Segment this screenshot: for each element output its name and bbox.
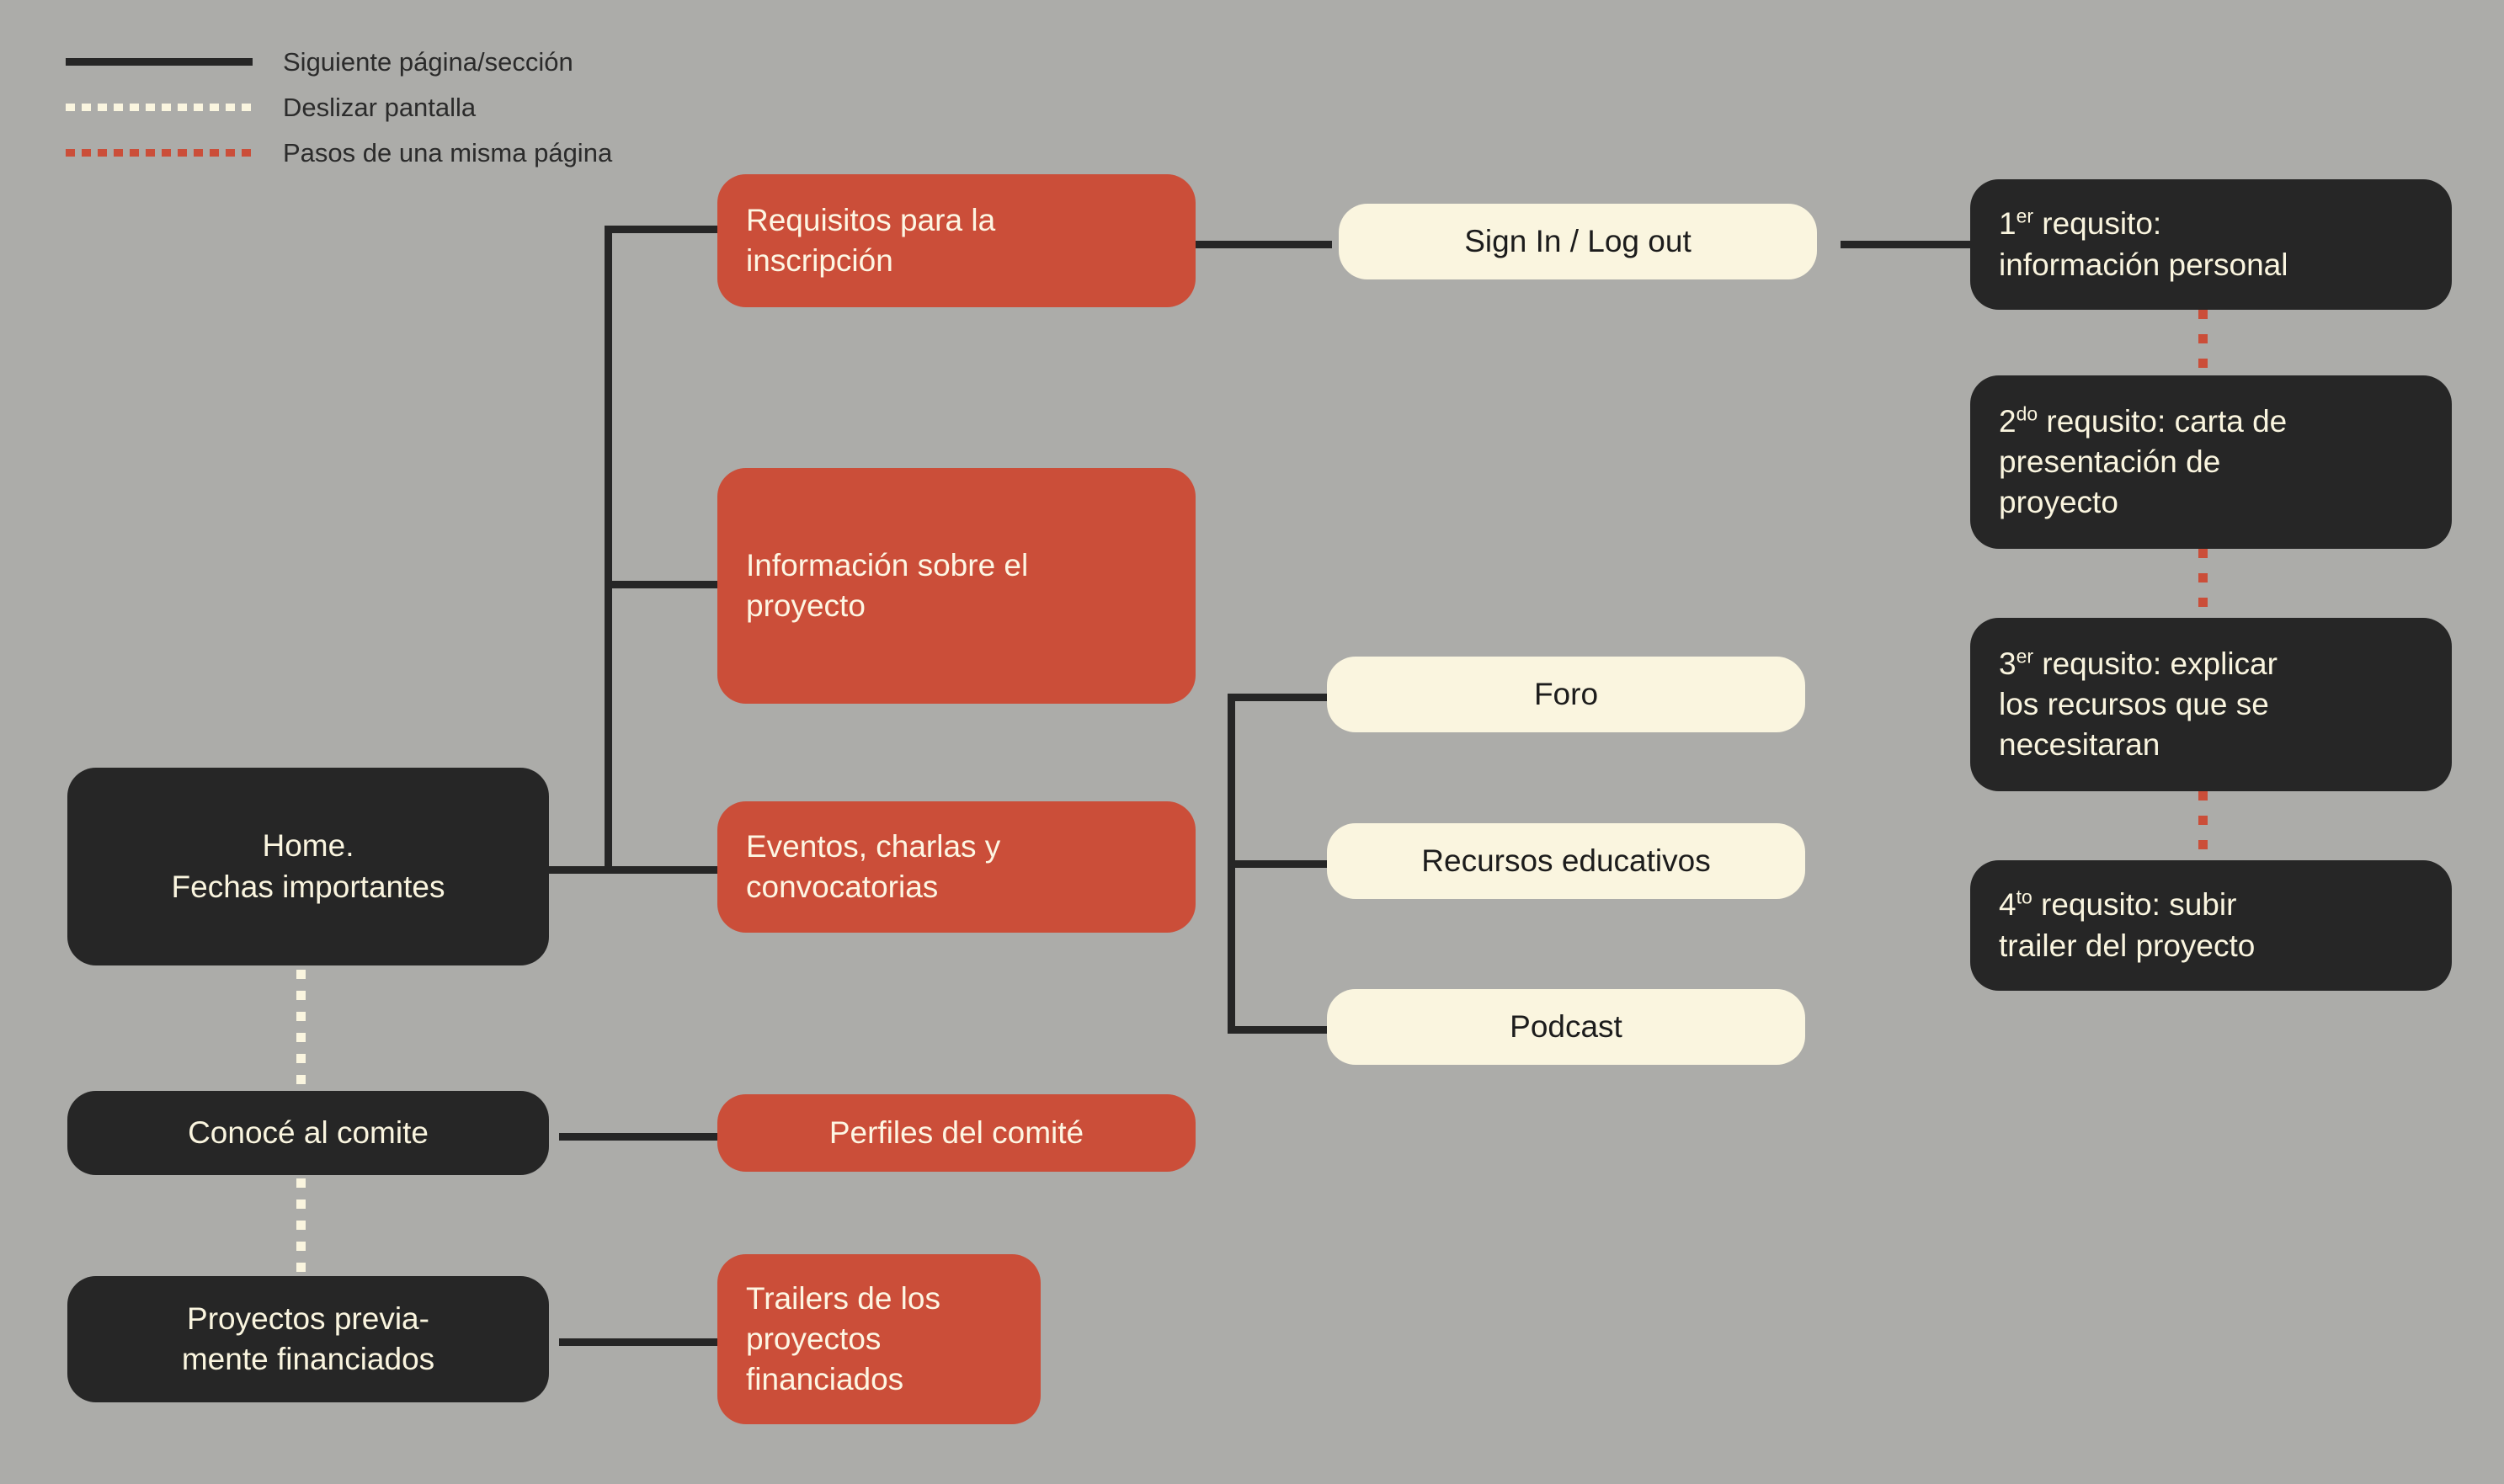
requisito-4-rest: requsito: subir trailer del proyecto (1999, 887, 2256, 963)
red-dashed-line-swatch-icon (66, 148, 253, 157)
node-proyectos-previamente-financiados[interactable]: Proyectos previa- mente financiados (67, 1276, 549, 1402)
connector-bracket-to-podcast (1228, 1026, 1339, 1034)
node-informacion-sobre-el-proyecto[interactable]: Información sobre el proyecto (717, 468, 1196, 704)
node-requisito-3-explicar-recursos[interactable]: 3er requsito: explicar los recursos que … (1970, 618, 2452, 791)
connector-bracket-to-eventos (605, 866, 722, 874)
legend-label-next-page: Siguiente página/sección (283, 46, 573, 77)
connector-bracket-trunk-left (605, 226, 612, 874)
requisito-1-ordinal: 1 (1999, 206, 2017, 242)
node-requisitos-para-la-inscripcion[interactable]: Requisitos para la inscripción (717, 174, 1196, 307)
requisito-4-ordinal-suffix: to (2016, 886, 2033, 909)
requisito-1-text: 1er requsito: información personal (1999, 204, 2288, 285)
node-requisito-4-subir-trailer[interactable]: 4to requsito: subir trailer del proyecto (1970, 860, 2452, 991)
connector-requisito1-to-requisito2-steps (2198, 310, 2208, 397)
legend-item-same-page-steps: Pasos de una misma página (66, 130, 612, 175)
legend-item-next-page: Siguiente página/sección (66, 39, 612, 84)
connector-requisitos-to-signin (1196, 241, 1332, 248)
connector-home-to-bracket (547, 866, 611, 874)
requisito-2-ordinal: 2 (1999, 403, 2017, 439)
node-recursos-educativos[interactable]: Recursos educativos (1327, 823, 1805, 899)
node-sign-in-log-out[interactable]: Sign In / Log out (1339, 204, 1817, 279)
connector-proyectos-to-trailers (559, 1338, 717, 1346)
requisito-2-text: 2do requsito: carta de presentación de p… (1999, 402, 2287, 523)
node-podcast[interactable]: Podcast (1327, 989, 1805, 1065)
connector-conoce-to-perfiles (559, 1133, 717, 1141)
requisito-4-text: 4to requsito: subir trailer del proyecto (1999, 885, 2255, 965)
connector-requisito3-to-requisito4-steps (2198, 791, 2208, 879)
connector-home-to-conoce-slide (296, 970, 306, 1088)
requisito-2-rest: requsito: carta de presentación de proye… (1999, 403, 2288, 520)
node-home[interactable]: Home. Fechas importantes (67, 768, 549, 965)
connector-requisito2-to-requisito3-steps (2198, 549, 2208, 636)
requisito-1-rest: requsito: información personal (1999, 206, 2288, 282)
connector-bracket-to-foro (1228, 694, 1339, 701)
connector-bracket-to-requisitos (605, 226, 722, 233)
connector-bracket-to-recursos (1228, 860, 1339, 868)
node-conoce-al-comite[interactable]: Conocé al comite (67, 1091, 549, 1175)
solid-line-swatch-icon (66, 57, 253, 66)
connector-signin-to-requisito1 (1841, 241, 1972, 248)
connector-bracket-to-informacion (605, 581, 722, 588)
node-foro[interactable]: Foro (1327, 657, 1805, 732)
node-perfiles-del-comite[interactable]: Perfiles del comité (717, 1094, 1196, 1172)
legend: Siguiente página/sección Deslizar pantal… (66, 39, 612, 175)
requisito-1-ordinal-suffix: er (2016, 205, 2033, 228)
node-requisito-1-informacion-personal[interactable]: 1er requsito: información personal (1970, 179, 2452, 310)
legend-label-slide-screen: Deslizar pantalla (283, 92, 477, 122)
requisito-3-text: 3er requsito: explicar los recursos que … (1999, 644, 2278, 765)
requisito-3-rest: requsito: explicar los recursos que se n… (1999, 646, 2278, 763)
legend-item-slide-screen: Deslizar pantalla (66, 84, 612, 130)
legend-label-same-page-steps: Pasos de una misma página (283, 137, 613, 168)
node-requisito-2-carta-de-presentacion[interactable]: 2do requsito: carta de presentación de p… (1970, 375, 2452, 549)
cream-dashed-line-swatch-icon (66, 103, 253, 111)
requisito-3-ordinal-suffix: er (2016, 645, 2033, 668)
requisito-2-ordinal-suffix: do (2016, 402, 2038, 425)
requisito-4-ordinal: 4 (1999, 887, 2017, 923)
connector-conoce-to-proyectos-slide (296, 1178, 306, 1279)
node-trailers-de-los-proyectos-financiados[interactable]: Trailers de los proyectos financiados (717, 1254, 1041, 1424)
node-eventos-charlas-y-convocatorias[interactable]: Eventos, charlas y convocatorias (717, 801, 1196, 933)
requisito-3-ordinal: 3 (1999, 646, 2017, 681)
